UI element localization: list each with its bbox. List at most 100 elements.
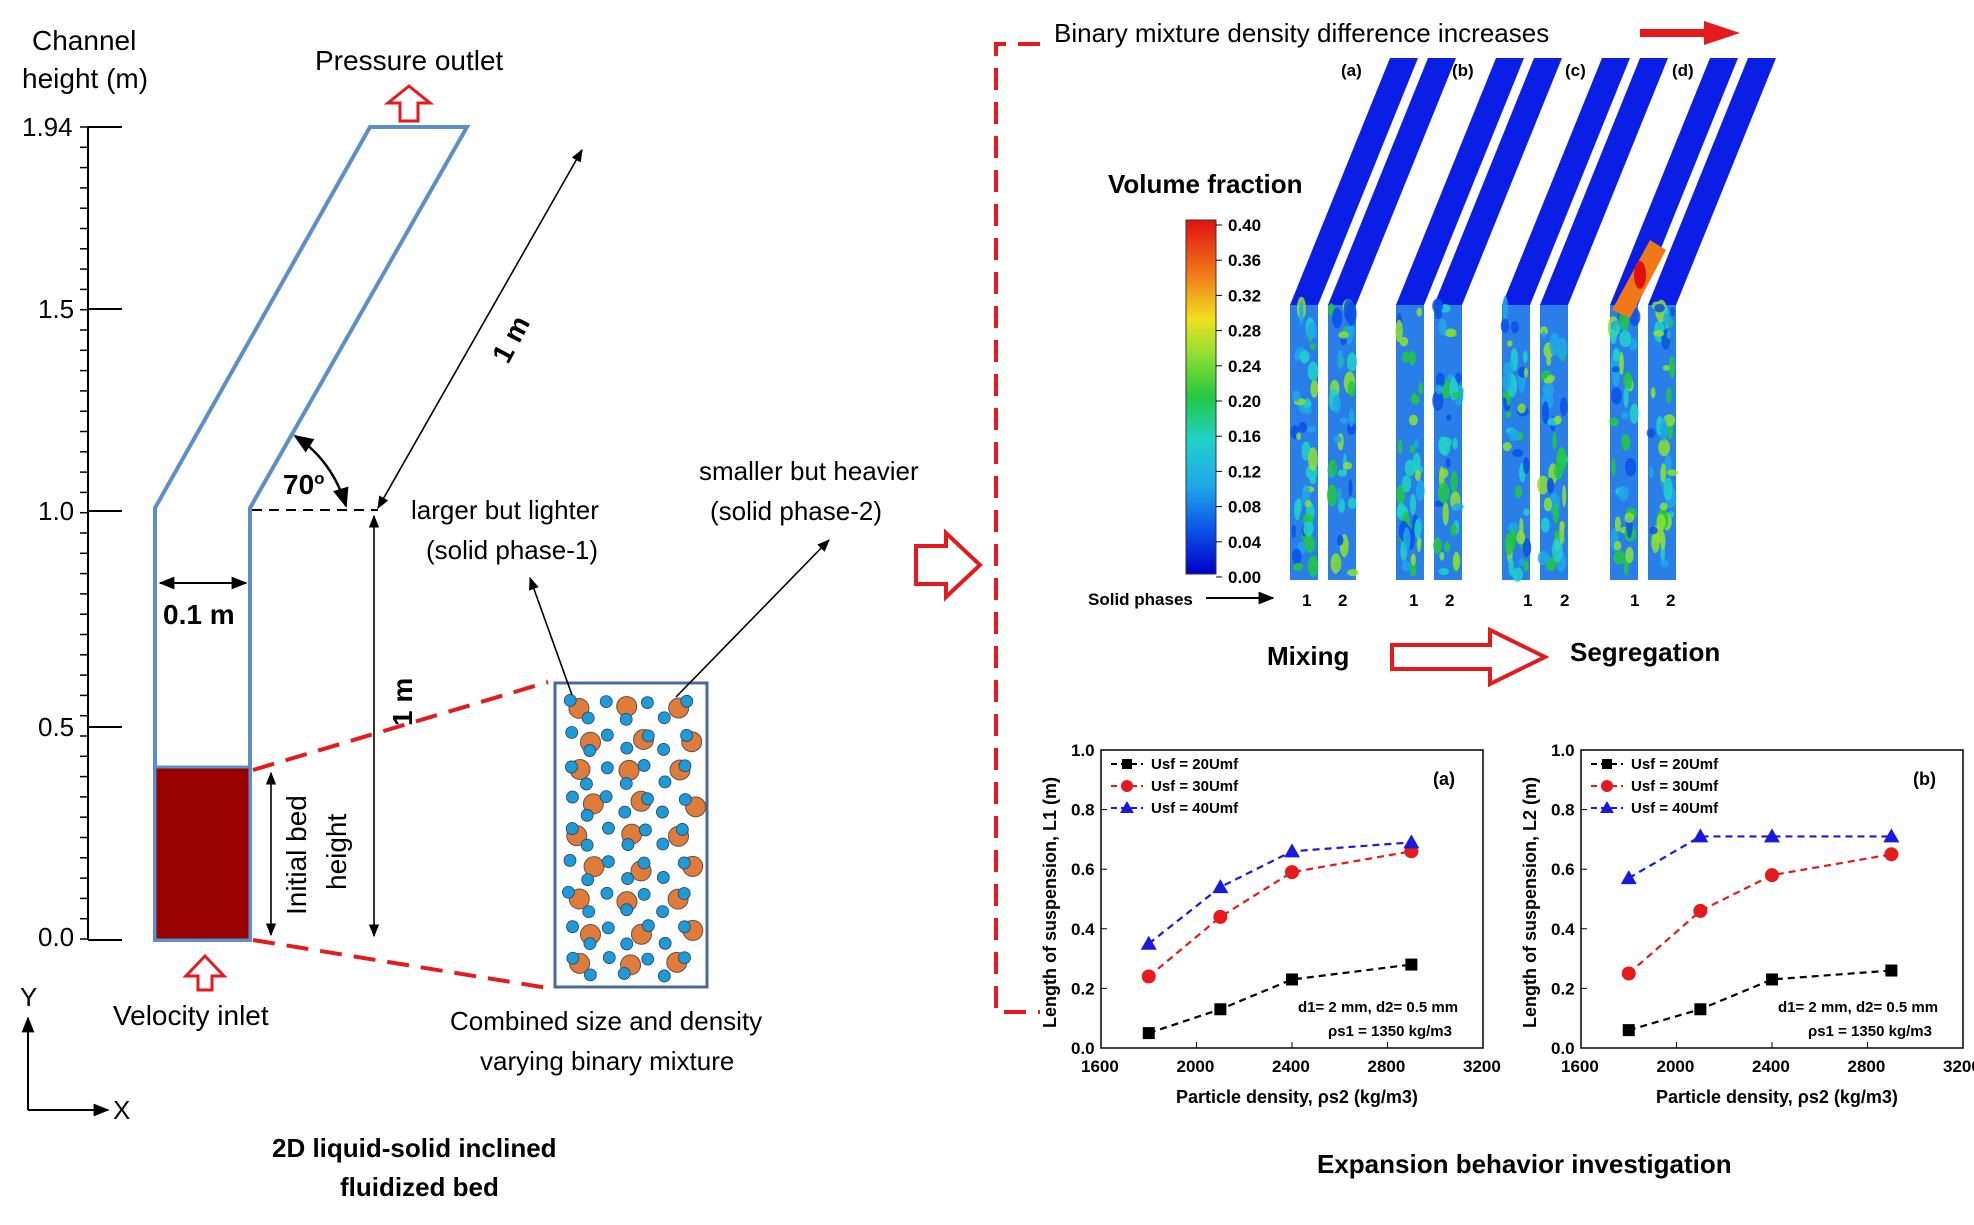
colorbar-tick-label: 0.16 xyxy=(1228,427,1261,446)
contour-blob xyxy=(1303,521,1314,537)
contour-blob xyxy=(1523,560,1529,572)
velocity-inlet-label: Velocity inlet xyxy=(113,1000,269,1031)
mixture-label-line1: Combined size and density xyxy=(450,1006,762,1036)
contour-blob xyxy=(1503,361,1514,377)
contour-inclined-section xyxy=(1610,58,1738,305)
contour-blob xyxy=(1666,469,1678,477)
phase2-pointer xyxy=(675,539,830,698)
contour-blob xyxy=(1439,468,1449,479)
contour-blob xyxy=(1402,351,1411,363)
contour-blob xyxy=(1543,497,1552,512)
contour-blob xyxy=(1338,331,1349,339)
initial-bed xyxy=(153,765,252,942)
contour-blob xyxy=(1612,348,1621,362)
left-caption-line1: 2D liquid-solid inclined xyxy=(272,1133,557,1163)
solid-phase-2-particle xyxy=(600,886,614,900)
mixing-to-segregation-arrow xyxy=(1390,626,1550,688)
y-tick-label: 1.0 xyxy=(1071,741,1095,760)
contour-blob xyxy=(1546,356,1552,366)
data-point xyxy=(1140,935,1157,950)
data-point xyxy=(1142,1027,1155,1040)
contour-blob xyxy=(1455,372,1462,384)
data-point xyxy=(1885,964,1898,977)
series-line xyxy=(1628,835,1892,880)
contour-blob xyxy=(1452,503,1464,511)
data-point xyxy=(1141,969,1156,984)
y-tick-label: 0.2 xyxy=(1551,979,1575,998)
incline-length-label: 1 m xyxy=(486,311,536,368)
contour-blob xyxy=(1348,408,1355,427)
contour-blob xyxy=(1345,325,1354,345)
right-caption: Expansion behavior investigation xyxy=(1317,1149,1732,1179)
contour-blob xyxy=(1445,457,1451,468)
contour-blob xyxy=(1345,302,1357,326)
x-tick-label: 2800 xyxy=(1848,1057,1886,1076)
contour-blob xyxy=(1649,526,1658,535)
contour-blob xyxy=(1556,447,1568,472)
zoom-line-bottom xyxy=(252,938,549,990)
solid-phase-2-particle xyxy=(580,777,593,791)
contour-blob xyxy=(1307,425,1316,433)
contour-blob xyxy=(1611,387,1622,405)
contour-blob xyxy=(1623,386,1629,409)
solid-phase-2-particle xyxy=(657,711,671,725)
contour-blob xyxy=(1613,540,1622,551)
data-point xyxy=(1213,909,1228,924)
contour-blob xyxy=(1648,465,1654,479)
legend-marker xyxy=(1122,759,1132,769)
series-line xyxy=(1148,850,1412,978)
data-point xyxy=(1212,879,1229,894)
bed-height-label-line1: Initial bed xyxy=(281,795,312,915)
contour-blob xyxy=(1343,461,1353,470)
case-label-c: (c) xyxy=(1565,61,1586,80)
contour-blob xyxy=(1619,351,1624,376)
contour-blob xyxy=(1508,557,1514,576)
contour-blob xyxy=(1654,303,1665,313)
solid-phase-1-particle xyxy=(583,856,605,878)
data-point xyxy=(1621,966,1636,981)
axis-y-label: Y xyxy=(20,982,37,1012)
legend-label: Usf = 20Umf xyxy=(1631,756,1719,773)
y-tick-label: 1.0 xyxy=(1551,741,1575,760)
contour-blob xyxy=(1395,319,1403,343)
contour-blob xyxy=(1552,432,1557,450)
contour-blob xyxy=(1522,350,1528,364)
solid-phase-2-particle xyxy=(583,744,597,757)
y-tick-label: 0.8 xyxy=(1071,801,1095,820)
contour-inclined-section xyxy=(1434,58,1562,305)
solid-phase-2-particle xyxy=(678,759,692,773)
contour-blob xyxy=(1401,475,1412,493)
contour-blob xyxy=(1621,411,1629,420)
contour-blob xyxy=(1562,485,1567,507)
solid-phase-2-particle xyxy=(621,838,635,851)
contour-blob xyxy=(1330,553,1342,574)
contour-plots xyxy=(1290,58,1776,582)
pressure-outlet-label: Pressure outlet xyxy=(315,45,504,76)
solid-phase-2-particle xyxy=(657,969,671,983)
solid-phase-2-particle xyxy=(637,856,651,870)
annotation-line2: ρs1 = 1350 kg/m3 xyxy=(1808,1023,1932,1040)
solid-phase-2-particle xyxy=(657,743,671,756)
contour-blob xyxy=(1418,382,1424,395)
data-point xyxy=(1405,958,1418,971)
contour-blob xyxy=(1546,382,1551,394)
bed-height-label-line2: height xyxy=(321,813,352,890)
contour-blob xyxy=(1348,479,1353,497)
colorbar-tick-label: 0.08 xyxy=(1228,498,1261,517)
zoom-line-top xyxy=(252,680,549,772)
solid-phase-2-particle xyxy=(658,775,672,789)
transition-arrow xyxy=(914,528,983,602)
contour-blob xyxy=(1444,328,1457,338)
contour-blob xyxy=(1337,487,1342,505)
data-point xyxy=(1884,847,1899,862)
solid-phase-2-particle xyxy=(621,872,634,885)
solid-phase-2-particle xyxy=(641,729,655,743)
contour-blob xyxy=(1434,309,1443,320)
solid-phase-2-particle xyxy=(678,951,691,965)
solid-phase-2-particle xyxy=(680,729,694,742)
contour-blob xyxy=(1625,546,1634,564)
contour-blob xyxy=(1662,364,1670,371)
contour-blob xyxy=(1403,527,1411,551)
contour-blob xyxy=(1409,444,1416,454)
